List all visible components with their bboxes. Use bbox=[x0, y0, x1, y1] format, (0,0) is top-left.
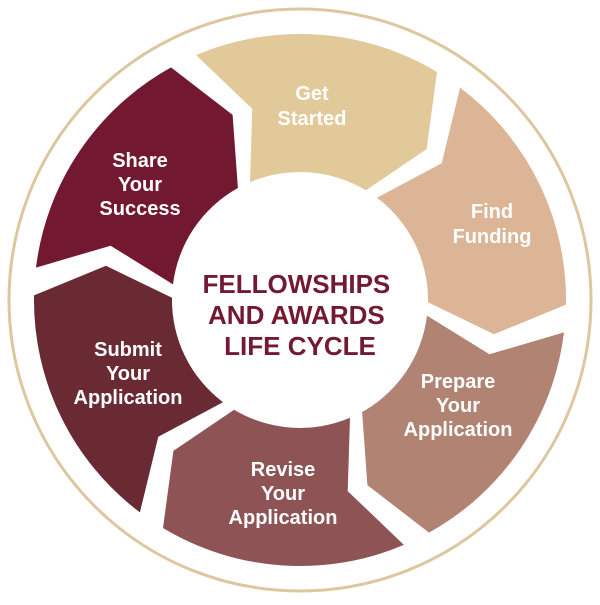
stage-arrow-revise-application bbox=[163, 409, 404, 567]
stage-arrow-prepare-application bbox=[362, 315, 564, 533]
outer-ring bbox=[7, 7, 593, 593]
center-title: FELLOWSHIPS AND AWARDS LIFE CYCLE bbox=[202, 269, 397, 361]
stage-arrow-find-funding bbox=[377, 87, 567, 335]
stage-arrow-get-started bbox=[196, 33, 437, 191]
stage-arrow-share-success bbox=[36, 67, 238, 285]
stage-arrow-submit-application bbox=[33, 265, 223, 513]
